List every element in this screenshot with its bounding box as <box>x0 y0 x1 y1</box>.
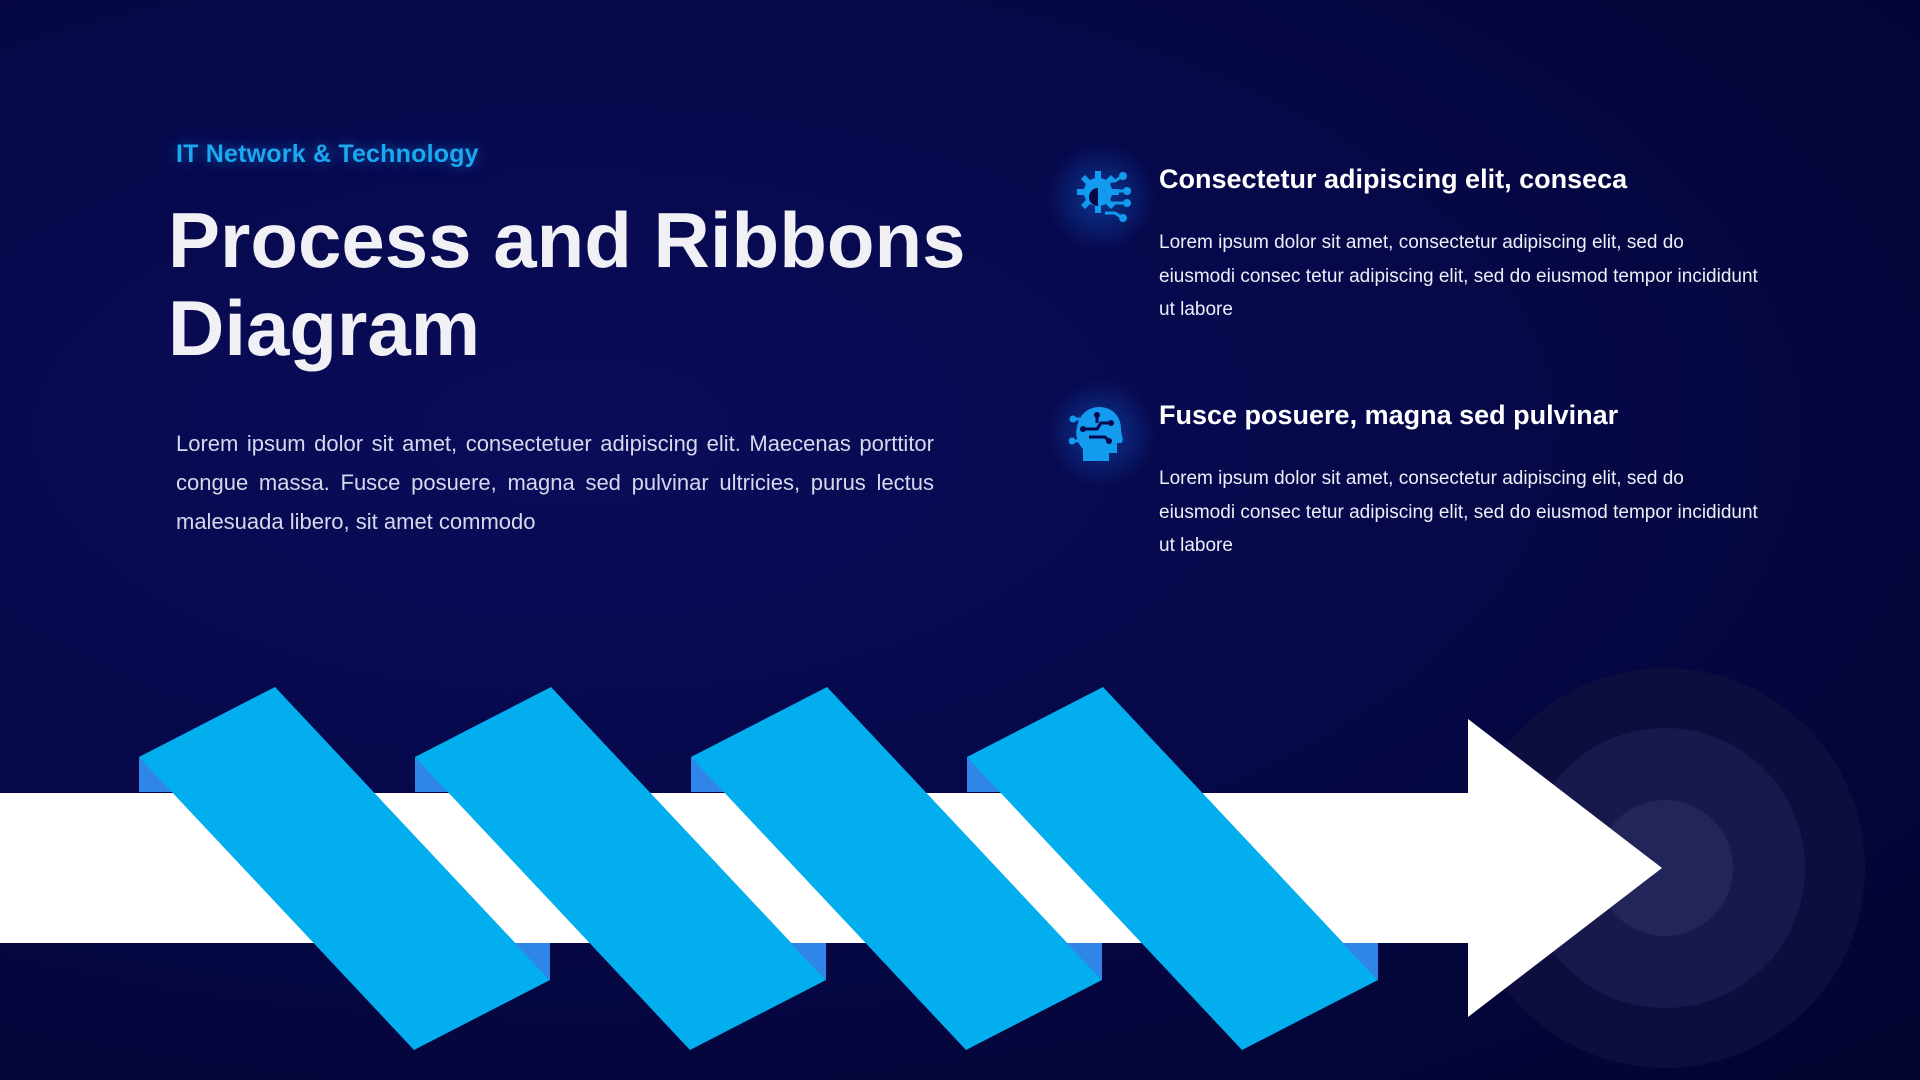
ribbon-bottom-folds <box>514 943 1378 980</box>
ribbon-1 <box>139 687 550 1050</box>
target-ring-inner <box>1597 800 1733 936</box>
head-circuit-icon <box>1068 400 1134 466</box>
feature-description: Lorem ipsum dolor sit amet, consectetur … <box>1159 468 1758 556</box>
slide-eyebrow: IT Network & Technology <box>176 140 479 168</box>
ribbon-bottom-fold-4 <box>1342 943 1378 980</box>
feature-heading: Fusce posuere, magna sed pulvinar <box>1159 400 1619 430</box>
target-rings <box>1465 668 1865 1068</box>
feature-description: Lorem ipsum dolor sit amet, consectetur … <box>1159 232 1758 320</box>
ribbon-bottom-fold-1 <box>514 943 550 980</box>
feature-heading: Consectetur adipiscing elit, conseca <box>1159 164 1628 194</box>
ribbon-bottom-fold-3 <box>1066 943 1102 980</box>
ribbon-2 <box>415 687 826 1050</box>
slide-title: Process and Ribbons Diagram <box>168 196 966 372</box>
ribbon-bottom-fold-2 <box>790 943 826 980</box>
ribbon-4 <box>967 687 1378 1050</box>
ribbon-front-faces <box>139 687 1378 1050</box>
gear-circuit-icon <box>1068 164 1134 230</box>
lead-paragraph: Lorem ipsum dolor sit amet, consectetuer… <box>176 431 934 534</box>
ribbon-3 <box>691 687 1102 1050</box>
